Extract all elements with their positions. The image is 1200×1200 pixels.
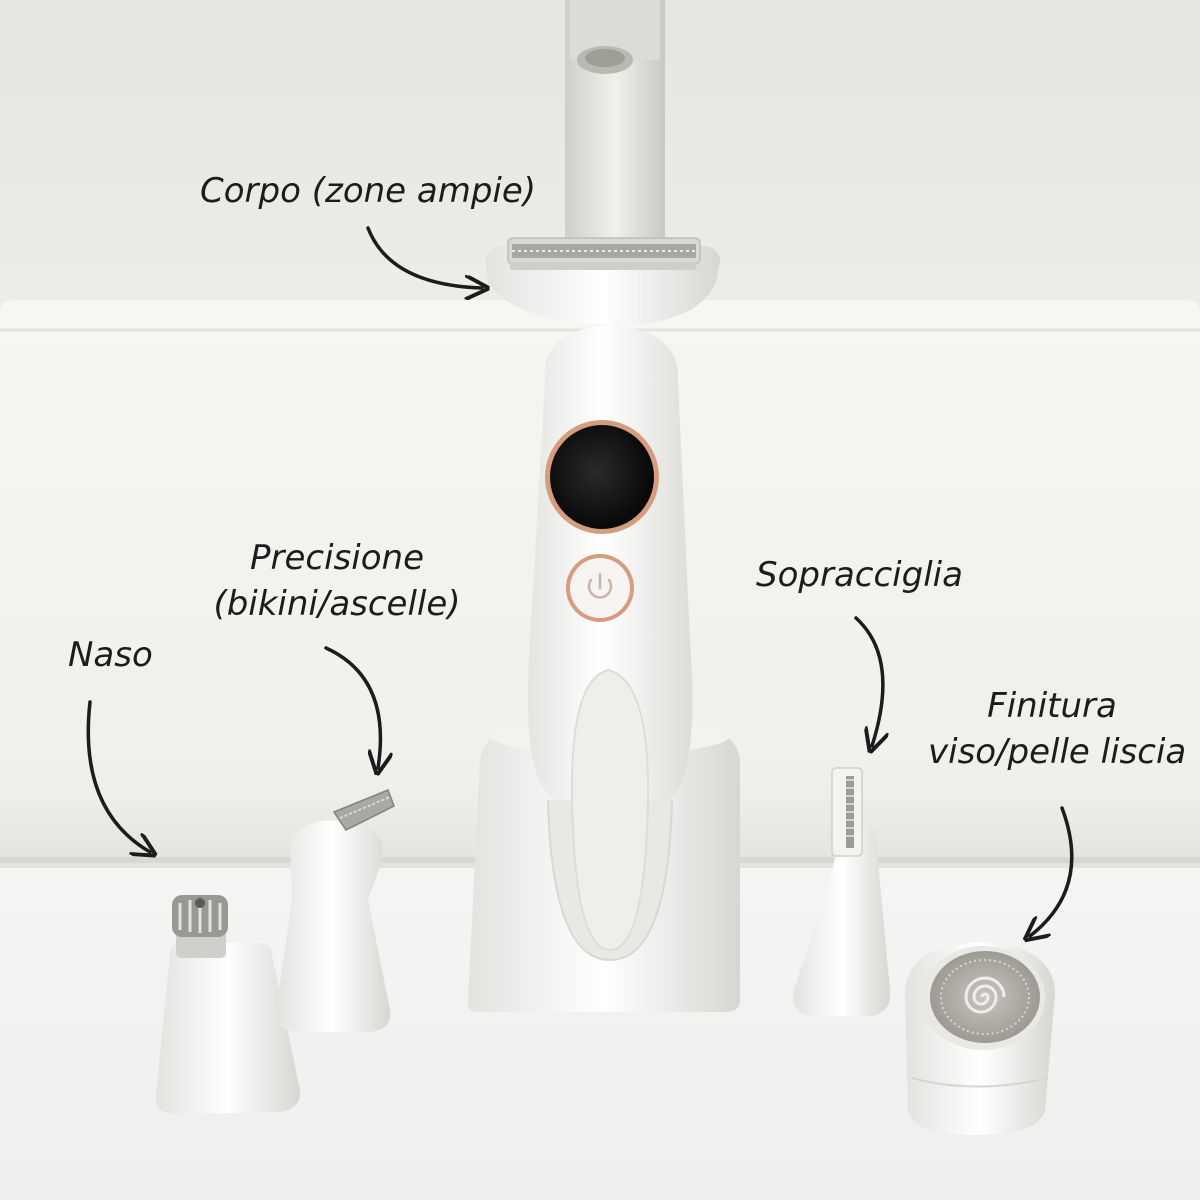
label-naso-text: Naso [68, 635, 153, 675]
display-screen [545, 420, 659, 534]
nose-trimmer-attachment [155, 895, 301, 1114]
eyebrow-trimmer-attachment [793, 767, 891, 1016]
arrow-naso [86, 700, 150, 852]
arrow-sopracciglia [854, 616, 883, 746]
arrow-finitura [1030, 806, 1074, 936]
facial-finishing-attachment [905, 942, 1055, 1135]
power-button[interactable] [566, 554, 634, 622]
label-finitura-line2: viso/pelle liscia [928, 732, 1187, 772]
label-precisione-line1: Precisione [250, 538, 424, 578]
label-finitura: Finitura viso/pelle liscia [928, 683, 1186, 775]
power-icon [587, 578, 613, 599]
label-precisione-line2: (bikini/ascelle) [213, 584, 461, 624]
label-corpo-text: Corpo (zone ampie) [200, 171, 537, 211]
label-corpo: Corpo (zone ampie) [200, 168, 536, 214]
label-finitura-line1: Finitura [987, 686, 1117, 726]
arrow-precisione [324, 646, 380, 768]
precision-trimmer-attachment [276, 789, 395, 1032]
arrow-corpo [366, 226, 482, 288]
annotation-arrows [86, 226, 1074, 936]
label-sopracciglia: Sopracciglia [756, 552, 963, 598]
label-naso: Naso [68, 632, 153, 678]
label-precisione: Precisione (bikini/ascelle) [212, 535, 462, 627]
spiral-icon [964, 976, 1006, 1014]
label-sopracciglia-text: Sopracciglia [756, 555, 963, 595]
